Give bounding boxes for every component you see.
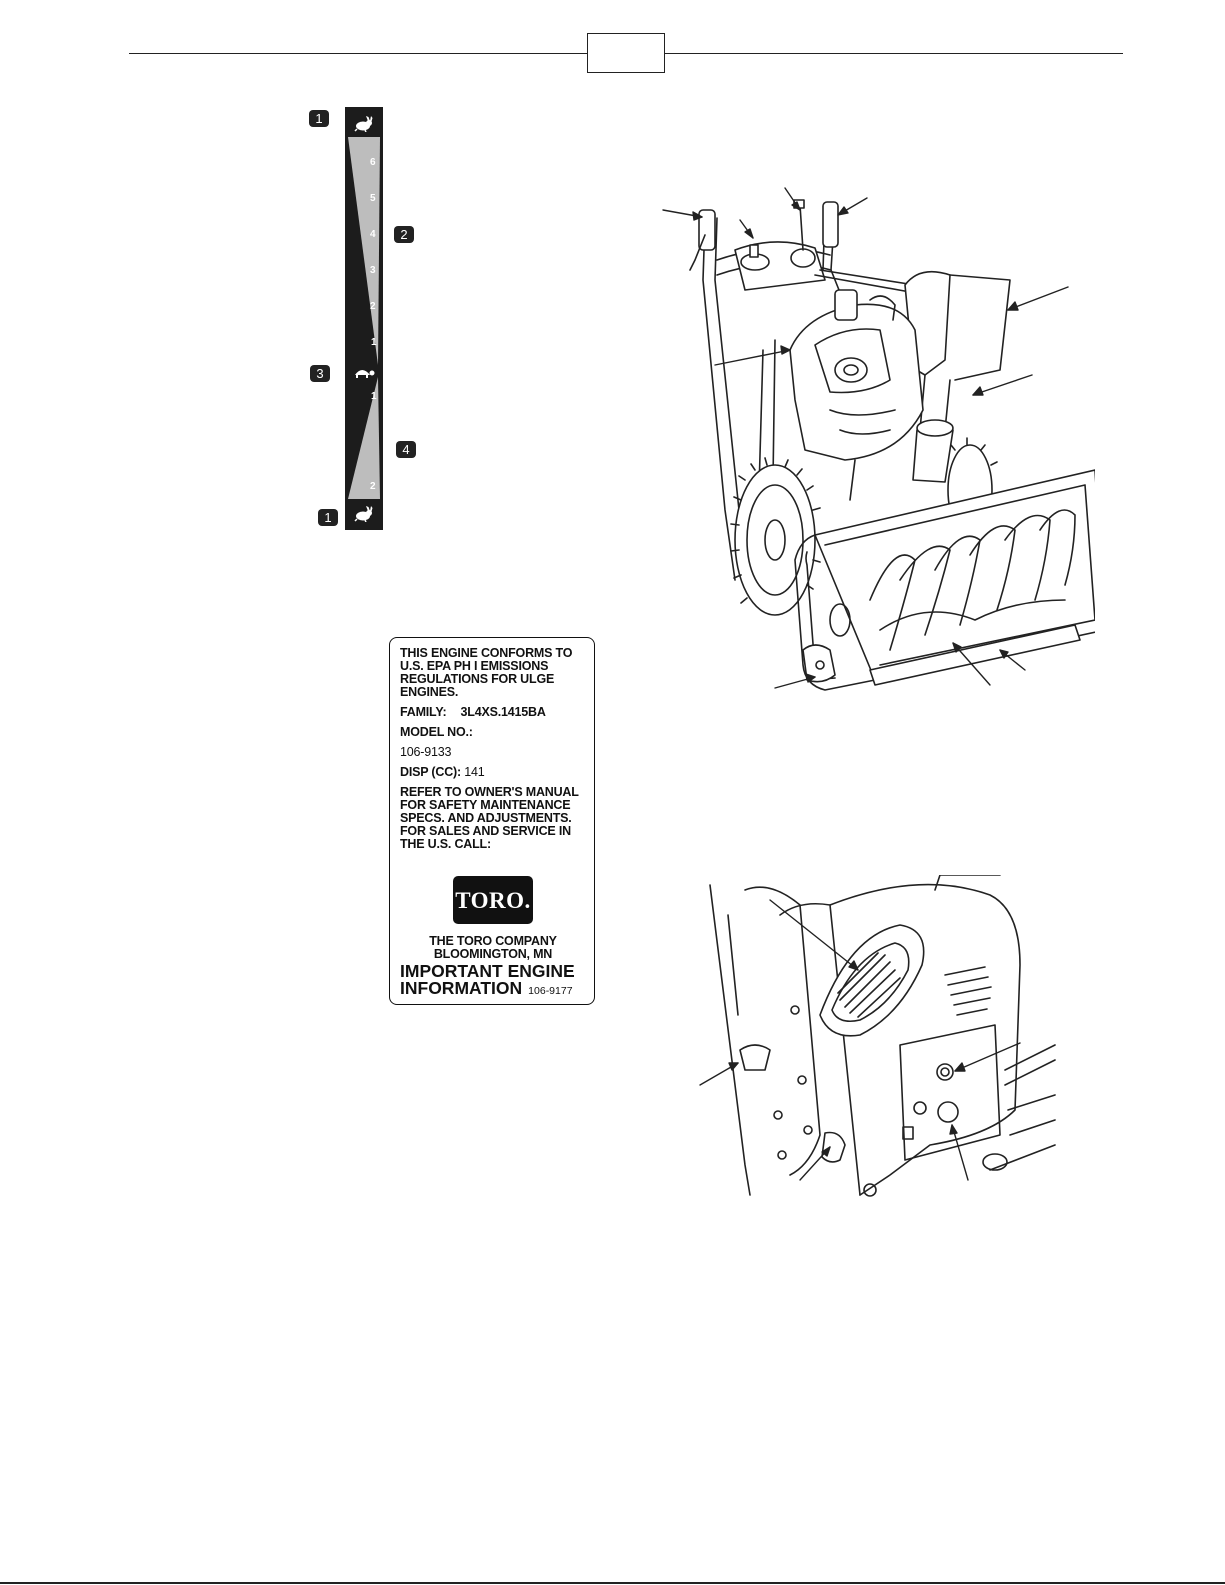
refer-line: FOR SALES AND SERVICE IN xyxy=(400,824,571,838)
model-value: 106-9133 xyxy=(400,745,452,759)
disp-label: DISP (CC): xyxy=(400,765,461,779)
snowthrower-illustration xyxy=(662,187,1095,691)
callout-3: 3 xyxy=(310,365,330,382)
turtle-icon xyxy=(355,370,375,378)
speed-number: 3 xyxy=(370,265,376,276)
label-heading-line: THIS ENGINE CONFORMS TO xyxy=(400,646,573,660)
speed-number: 6 xyxy=(370,157,376,168)
family-label: FAMILY: xyxy=(400,705,447,719)
header-rule-right xyxy=(665,53,1123,54)
speed-number: 5 xyxy=(370,193,376,204)
important-line: IMPORTANT ENGINE xyxy=(400,961,575,981)
company-line: THE TORO COMPANY xyxy=(429,934,557,948)
model-label: MODEL NO.: xyxy=(400,725,473,739)
toro-logo-text: TORO. xyxy=(455,887,531,913)
refer-line: THE U.S. CALL: xyxy=(400,837,491,851)
header-rule-left xyxy=(129,53,587,54)
speed-number: 1 xyxy=(371,391,377,402)
family-row: FAMILY: 3L4XS.1415BA xyxy=(400,706,586,719)
callout-1-top: 1 xyxy=(309,110,329,127)
refer-line: FOR SAFETY MAINTENANCE xyxy=(400,798,571,812)
label-heading-line: U.S. EPA PH I EMISSIONS xyxy=(400,659,549,673)
engine-closeup-illustration xyxy=(699,875,1056,1197)
callout-1-bottom: 1 xyxy=(318,509,338,526)
rabbit-icon xyxy=(354,116,373,132)
speed-number: 1 xyxy=(371,337,377,348)
callout-2: 2 xyxy=(394,226,414,243)
speed-decal: 6 5 4 3 2 1 1 2 xyxy=(345,107,383,530)
family-value: 3L4XS.1415BA xyxy=(460,705,546,719)
label-heading-line: ENGINES. xyxy=(400,685,459,699)
part-number: 106-9177 xyxy=(528,985,573,997)
label-heading-line: REGULATIONS FOR ULGE xyxy=(400,672,555,686)
disp-row: DISP (CC): 141 xyxy=(400,766,586,779)
disp-value: 141 xyxy=(464,765,485,779)
footer-rule xyxy=(0,1582,1225,1584)
page-number-box xyxy=(587,33,665,73)
refer-line: SPECS. AND ADJUSTMENTS. xyxy=(400,811,572,825)
company-block: THE TORO COMPANY BLOOMINGTON, MN xyxy=(400,935,586,961)
company-line: BLOOMINGTON, MN xyxy=(433,947,553,961)
toro-logo: TORO. xyxy=(453,876,533,924)
speed-number: 2 xyxy=(370,301,376,312)
engine-emissions-label: THIS ENGINE CONFORMS TO U.S. EPA PH I EM… xyxy=(389,637,595,1005)
rabbit-icon xyxy=(354,506,373,522)
speed-number: 4 xyxy=(370,229,376,240)
refer-line: REFER TO OWNER'S MANUAL xyxy=(400,785,579,799)
callout-4: 4 xyxy=(396,441,416,458)
speed-number: 2 xyxy=(370,481,376,492)
